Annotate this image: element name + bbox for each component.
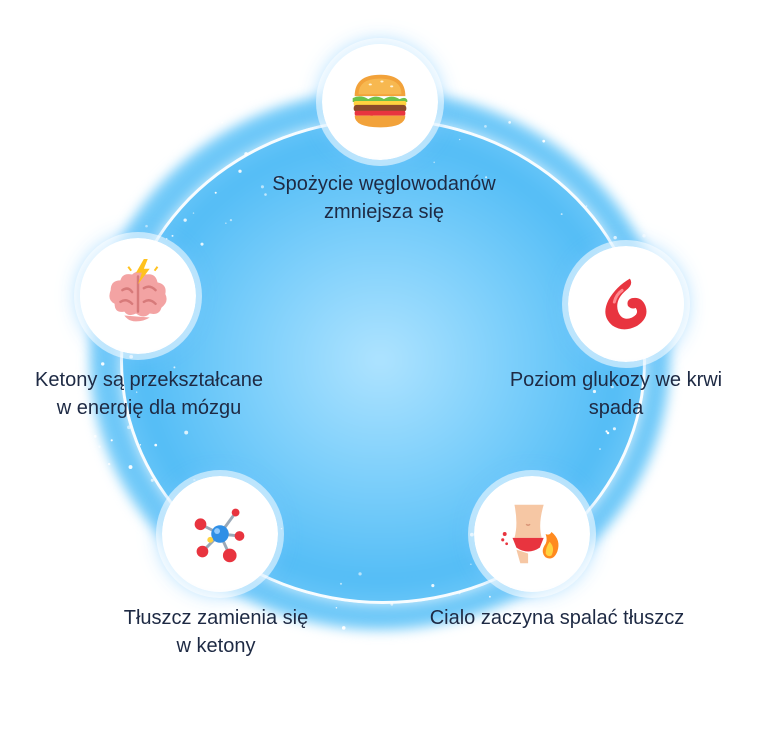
sparkle (484, 125, 487, 128)
step-1-line-2: zmniejsza się (323, 201, 445, 223)
sparkle (128, 465, 133, 470)
sparkle (347, 647, 349, 649)
step-2-line-1: Poziom glukozy we krwi (509, 369, 723, 391)
step-1-node (322, 44, 438, 160)
step-4-line-1: Tłuszcz zamienia się (123, 607, 309, 629)
sparkle (93, 434, 97, 438)
sparkle (107, 462, 111, 466)
sparkle (221, 121, 224, 124)
step-3-label: Cialo zaczyna spalać tłuszcz (412, 604, 702, 632)
sparkle (118, 374, 120, 376)
step-2-label: Poziom glukozy we krwi spada (486, 366, 746, 422)
blood-drop-icon (605, 278, 647, 330)
brain-icon (109, 258, 167, 322)
step-3-line-1: Cialo zaczyna spalać tłuszcz (429, 607, 685, 629)
sparkle (145, 224, 148, 228)
sparkle (161, 557, 165, 561)
step-5-node (80, 238, 196, 354)
sparkle (276, 626, 280, 630)
step-3-node (474, 476, 590, 592)
sparkle (82, 433, 86, 438)
sparkle (642, 234, 646, 238)
sparkle (488, 595, 491, 598)
belly-fire-icon (501, 504, 559, 564)
step-4-line-2: w ketony (176, 635, 256, 657)
step-4-label: Tłuszcz zamienia się w ketony (86, 604, 346, 660)
step-2-node (568, 246, 684, 362)
sparkle (641, 490, 644, 493)
sparkle (101, 362, 105, 366)
step-5-label: Ketony są przekształcane w energię dla m… (14, 366, 284, 422)
step-1-line-1: Spożycie węglowodanów (272, 173, 496, 195)
sparkle (98, 445, 101, 448)
step-1-label: Spożycie węglowodanów zmniejsza się (244, 170, 524, 226)
molecule-icon (194, 508, 245, 563)
step-5-line-2: w energię dla mózgu (56, 397, 242, 419)
step-5-line-1: Ketony są przekształcane (35, 369, 263, 391)
sparkle (399, 640, 403, 643)
sparkle (542, 139, 546, 143)
step-2-line-2: spada (588, 397, 644, 419)
sparkle (613, 235, 617, 240)
sparkle (609, 170, 612, 173)
sparkle (110, 439, 113, 442)
sparkle (341, 626, 346, 630)
step-4-node (162, 476, 278, 592)
burger-icon (352, 74, 408, 128)
sparkle (508, 121, 511, 124)
sparkle (335, 606, 338, 609)
sparkle (526, 615, 530, 619)
